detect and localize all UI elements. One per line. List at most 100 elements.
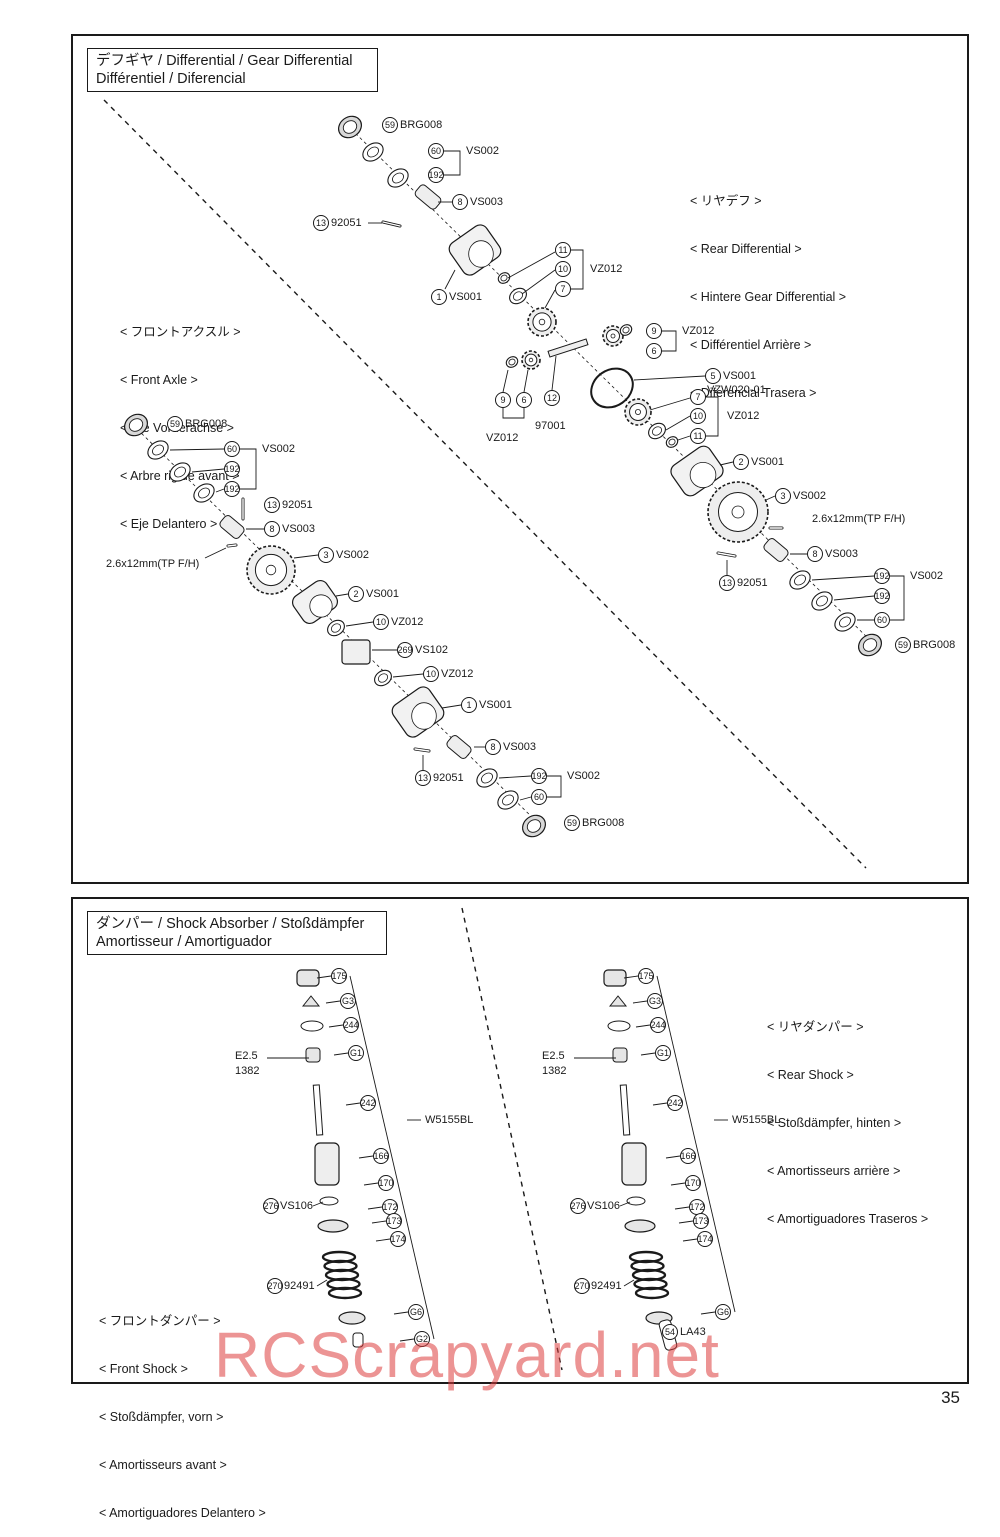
rear-cross-shaft [547, 338, 589, 358]
part-code: VS001 [449, 291, 482, 303]
part-number: 192 [874, 571, 889, 581]
rear-diff-case [468, 240, 494, 268]
part-code: VS002 [466, 145, 499, 157]
rear-bearing-bottom [862, 638, 878, 652]
part-code: VS001 [366, 588, 399, 600]
leader-line [316, 1279, 328, 1287]
rear-diff-axis [346, 124, 881, 651]
part-number-circle [719, 575, 735, 591]
front-axle-axis [132, 424, 541, 826]
part-number-circle [690, 408, 706, 424]
part-number: 59 [170, 419, 180, 429]
leader-line [375, 1238, 391, 1242]
part-code: VZ012 [441, 668, 473, 680]
part-number-circle [646, 323, 662, 339]
part-code: VS001 [751, 456, 784, 468]
leader-line [623, 975, 639, 979]
part-number: 242 [360, 1098, 375, 1108]
part-number-circle [224, 461, 240, 477]
shock-o-ring [300, 1020, 324, 1032]
shock-spring [327, 1286, 363, 1300]
shock-body [314, 1142, 340, 1186]
shock-bushing [301, 995, 321, 1007]
rear-spur-gear [731, 505, 745, 519]
rear-bevel-gear-left [528, 357, 534, 363]
rear-diff-housing [689, 461, 717, 488]
part-number-circle [343, 1017, 359, 1033]
part-code: VZ012 [391, 616, 423, 628]
part-number-circle [775, 488, 791, 504]
shock-shaft [619, 1084, 631, 1136]
part-code-vzw020: VZW020-01 [707, 384, 766, 396]
part-number-circle [373, 1148, 389, 1164]
part-number-circle [397, 642, 413, 658]
rear-washer-11b [665, 436, 679, 448]
part-number-circle [348, 1045, 364, 1061]
part-number-circle [733, 454, 749, 470]
part-number-circle [318, 547, 334, 563]
caption-line: < Diferencial Trasera > [690, 386, 817, 400]
shock-spring [634, 1286, 670, 1300]
shock-kit-bracket [656, 975, 736, 1313]
part-code: 92051 [282, 499, 313, 511]
part-code: BRG008 [185, 418, 227, 430]
part-code: BRG008 [400, 119, 442, 131]
part-number-circle [531, 789, 547, 805]
part-number: 12 [547, 393, 557, 403]
part-number: 6 [521, 395, 526, 405]
rear-washer-192c [811, 591, 833, 611]
part-number: 13 [418, 773, 428, 783]
part-number: 59 [385, 120, 395, 130]
leader-line [623, 1279, 635, 1287]
part-number-circle [874, 568, 890, 584]
part-code: 92491 [591, 1280, 622, 1292]
part-number-circle [544, 390, 560, 406]
bracket-line [240, 448, 257, 490]
caption-line: < フロントアクスル > [120, 325, 241, 339]
leader-line [328, 1024, 344, 1028]
part-code: VS003 [503, 741, 536, 753]
part-number-circle [564, 815, 580, 831]
part-number: 166 [680, 1151, 695, 1161]
part-code: VZ012 [682, 325, 714, 337]
leader-line [665, 1155, 681, 1159]
part-number-circle [348, 586, 364, 602]
page-number: 35 [941, 1388, 960, 1407]
caption-line: < Front Shock > [99, 1362, 188, 1376]
leader-line [312, 1201, 324, 1207]
rear-washer-10 [512, 291, 524, 301]
rear-differential-caption: < リヤデフ > < Rear Differential > < Hintere… [690, 161, 846, 417]
rear-washer-11b [668, 438, 676, 446]
leader-line [640, 1052, 656, 1056]
part-number: 11 [693, 431, 702, 441]
leader-line [335, 593, 349, 597]
part-number-circle [555, 281, 571, 297]
leader-line [293, 554, 319, 559]
part-number: 60 [534, 792, 544, 802]
bracket-line [502, 408, 525, 419]
leader-line [215, 488, 225, 493]
bracket-line [444, 150, 461, 176]
leader-line [393, 1311, 409, 1315]
part-number-circle [452, 194, 468, 210]
leader-line [700, 1311, 716, 1315]
rear-washer-192b [789, 570, 811, 590]
part-number-circle [874, 588, 890, 604]
leader-line [674, 1206, 690, 1210]
rear-washer-11 [497, 272, 511, 284]
part-code-kit: W5155BL [425, 1114, 473, 1126]
part-number: 172 [382, 1202, 397, 1212]
shock-title-line1: ダンパー / Shock Absorber / Stoßdämpfer [96, 916, 365, 932]
front-washer-10 [330, 623, 342, 633]
part-number: 192 [224, 464, 239, 474]
rear-washer-10b [651, 426, 663, 436]
part-number-circle [650, 1017, 666, 1033]
shock-o-ring [607, 1020, 631, 1032]
e-clip-code: E2.5 [542, 1050, 565, 1062]
part-number-circle [555, 242, 571, 258]
caption-line: < Stoßdämpfer, hinten > [767, 1116, 902, 1130]
rear-washer-60b [839, 616, 851, 628]
leader-line [649, 397, 691, 411]
caption-line: < Amortisseurs avant > [99, 1458, 227, 1472]
diff-divider-line [103, 99, 867, 869]
